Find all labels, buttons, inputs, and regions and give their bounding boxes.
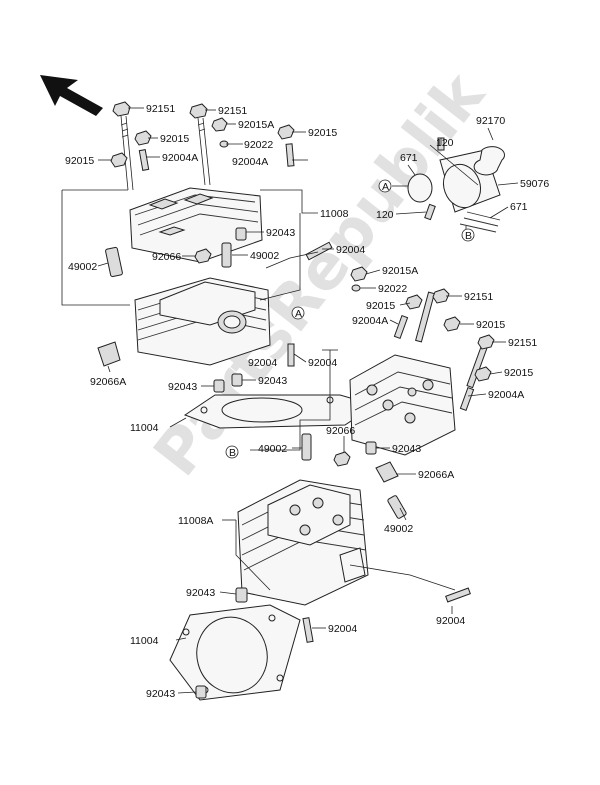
svg-text:A: A bbox=[382, 181, 389, 193]
lower-cylinder-head bbox=[169, 479, 471, 701]
label-92015: 92015 bbox=[476, 319, 505, 331]
label-92004: 92004 bbox=[436, 615, 465, 627]
label-92043: 92043 bbox=[146, 688, 175, 700]
label-92004A: 92004A bbox=[488, 389, 524, 401]
label-92151: 92151 bbox=[146, 103, 175, 115]
label-92022: 92022 bbox=[378, 283, 407, 295]
label-59076: 59076 bbox=[520, 178, 549, 190]
leader-lines bbox=[61, 107, 519, 694]
label-92151: 92151 bbox=[508, 337, 537, 349]
ref-marker-b-2: B bbox=[461, 228, 475, 242]
label-92004: 92004 bbox=[328, 623, 357, 635]
bolt-92151-left bbox=[112, 101, 134, 191]
label-92015A: 92015A bbox=[382, 265, 418, 277]
label-120: 120 bbox=[376, 209, 394, 221]
label-92066A: 92066A bbox=[90, 376, 126, 388]
svg-text:B: B bbox=[465, 230, 472, 242]
ref-marker-a-1: A bbox=[291, 306, 305, 320]
label-92004-mid: 92004 bbox=[248, 357, 277, 369]
label-92004A: 92004A bbox=[162, 152, 198, 164]
label-92043: 92043 bbox=[186, 587, 215, 599]
label-92170: 92170 bbox=[476, 115, 505, 127]
label-49002: 49002 bbox=[258, 443, 287, 455]
label-92043: 92043 bbox=[392, 443, 421, 455]
ref-marker-b-1: B bbox=[225, 445, 239, 459]
arrow-up-left-icon bbox=[40, 75, 103, 116]
label-11008A: 11008A bbox=[178, 515, 213, 527]
label-92043: 92043 bbox=[266, 227, 295, 239]
label-92066: 92066 bbox=[152, 251, 181, 263]
label-92151: 92151 bbox=[464, 291, 493, 303]
label-11004: 11004 bbox=[130, 635, 159, 647]
label-92043: 92043 bbox=[258, 375, 287, 387]
svg-text:B: B bbox=[229, 447, 236, 459]
label-49002: 49002 bbox=[384, 523, 413, 535]
ref-marker-a-2: A bbox=[378, 179, 392, 193]
label-49002: 49002 bbox=[68, 261, 97, 273]
right-cylinder-head bbox=[301, 266, 495, 519]
label-92066A: 92066A bbox=[418, 469, 454, 481]
label-92066: 92066 bbox=[326, 425, 355, 437]
part-labels: 92151 92151 92015A 92015 92015 92022 920… bbox=[65, 103, 549, 700]
label-92015: 92015 bbox=[504, 367, 533, 379]
label-92015: 92015 bbox=[308, 127, 337, 139]
label-92004A: 92004A bbox=[352, 315, 388, 327]
label-11008: 11008 bbox=[320, 208, 349, 220]
bolt-92151-right bbox=[189, 103, 211, 186]
label-92015A: 92015A bbox=[238, 119, 274, 131]
label-49002: 49002 bbox=[250, 250, 279, 262]
label-671: 671 bbox=[400, 152, 418, 164]
label-671: 671 bbox=[510, 201, 528, 213]
label-92004: 92004 bbox=[336, 244, 365, 256]
label-92043: 92043 bbox=[168, 381, 197, 393]
label-92151: 92151 bbox=[218, 105, 247, 117]
label-92015: 92015 bbox=[366, 300, 395, 312]
label-92015: 92015 bbox=[160, 133, 189, 145]
label-92004: 92004 bbox=[308, 357, 337, 369]
svg-text:A: A bbox=[295, 308, 302, 320]
label-120: 120 bbox=[436, 137, 454, 149]
label-92015: 92015 bbox=[65, 155, 94, 167]
label-92022: 92022 bbox=[244, 139, 273, 151]
label-92004A: 92004A bbox=[232, 156, 268, 168]
label-11004: 11004 bbox=[130, 422, 159, 434]
